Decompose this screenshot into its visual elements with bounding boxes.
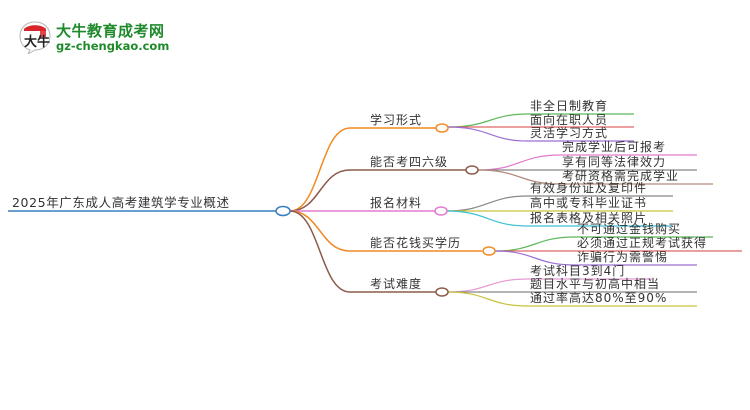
leaf-item[interactable]: 不可通过金钱购买 xyxy=(577,222,682,236)
connector-branch-2 xyxy=(289,169,466,212)
branch-exam-difficulty[interactable]: 考试难度 xyxy=(370,277,423,291)
leaf-item[interactable]: 考研资格需完成学业 xyxy=(562,169,680,183)
leaf-item[interactable]: 有效身份证及复印件 xyxy=(530,181,648,195)
leaf-item[interactable]: 必须通过正规考试获得 xyxy=(577,236,708,250)
svg-text:大牛: 大牛 xyxy=(24,34,50,50)
site-logo[interactable]: 大牛 大牛教育成考网 gz-chengkao.com xyxy=(18,18,198,58)
root-topic[interactable]: 2025年广东成人高考建筑学专业概述 xyxy=(12,195,230,210)
branch-study-format[interactable]: 学习形式 xyxy=(370,113,423,127)
leaf-item[interactable]: 高中或专科毕业证书 xyxy=(530,196,648,210)
bull-logo-icon: 大牛 xyxy=(19,21,51,54)
branch-cet-eligibility[interactable]: 能否考四六级 xyxy=(370,155,449,169)
leaf-item[interactable]: 报名表格及相关照片 xyxy=(530,211,648,225)
leaf-item[interactable]: 非全日制教育 xyxy=(530,99,609,113)
branch-application-materials[interactable]: 报名材料 xyxy=(370,196,423,210)
connector-branch-4 xyxy=(289,210,482,252)
leaf-item[interactable]: 享有同等法律效力 xyxy=(562,155,667,169)
leaf-item[interactable]: 灵活学习方式 xyxy=(530,126,609,140)
root-node-icon xyxy=(275,205,291,217)
branch-buy-degree[interactable]: 能否花钱买学历 xyxy=(370,236,462,250)
leaf-item[interactable]: 题目水平与初高中相当 xyxy=(530,277,661,291)
leaf-item[interactable]: 诈骗行为需警惕 xyxy=(577,250,669,264)
leaf-item[interactable]: 完成学业后可报考 xyxy=(562,140,667,154)
leaf-item[interactable]: 通过率高达80%至90% xyxy=(530,291,668,305)
leaf-item[interactable]: 面向在职人员 xyxy=(530,113,609,127)
logo-title: 大牛教育成考网 xyxy=(56,22,165,40)
connector-branch-5 xyxy=(289,210,438,293)
connector-branch-1 xyxy=(289,127,438,212)
leaf-item[interactable]: 考试科目3到4门 xyxy=(530,264,626,278)
logo-url: gz-chengkao.com xyxy=(56,39,170,53)
